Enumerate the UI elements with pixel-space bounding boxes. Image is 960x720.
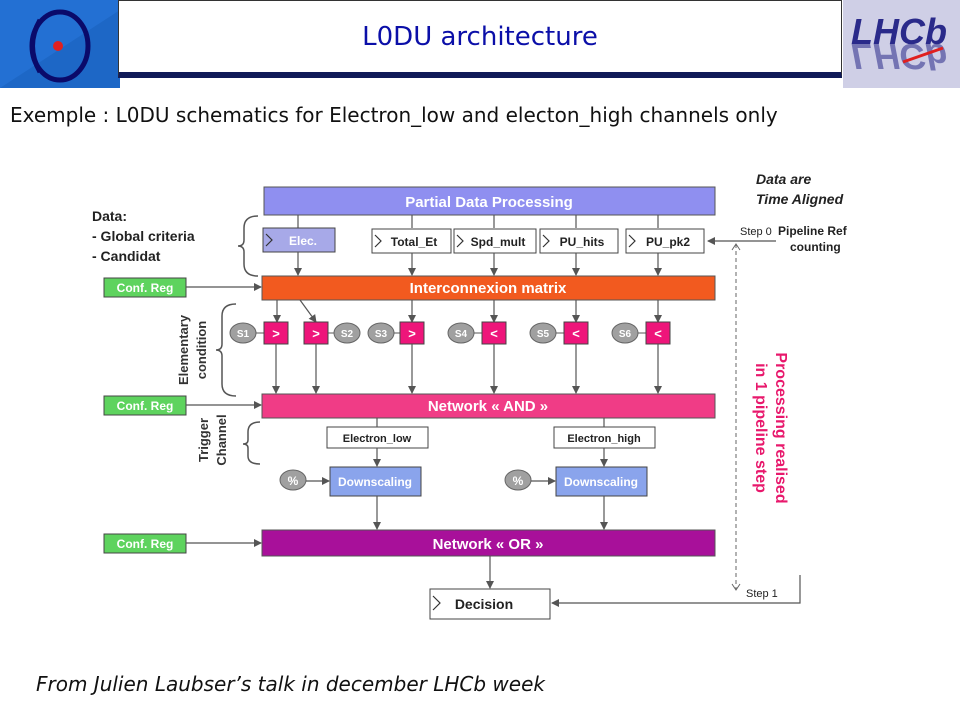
percent-oval-high xyxy=(504,469,532,491)
processing-note-line1: Processing realised xyxy=(772,352,789,503)
condition-s5-label: S5 xyxy=(537,329,550,340)
partial-data-processing-box xyxy=(263,186,716,216)
condition-s3-label: S3 xyxy=(375,329,388,340)
trigger-brace xyxy=(242,421,261,465)
data-label: Data: xyxy=(92,208,127,224)
data-candidat: - Candidat xyxy=(92,248,161,264)
condition-s1-op: > xyxy=(272,326,280,341)
interconnexion-matrix-label: Interconnexion matrix xyxy=(410,280,567,297)
channel-electron-low-label: Electron_low xyxy=(343,433,412,445)
condition-s5: S5 < xyxy=(529,321,589,345)
subtitle: Exemple : L0DU schematics for Electron_l… xyxy=(10,103,778,127)
condition-s6: S6 < xyxy=(611,321,671,345)
input-total-et: Total_Et xyxy=(371,228,452,254)
pipeline-ref-line2: counting xyxy=(790,240,841,254)
lhcb-logo-reflection: LHCb xyxy=(851,36,947,77)
lhcb-logo: LHCb LHCb xyxy=(843,0,960,88)
conf-reg-1-label: Conf. Reg xyxy=(117,281,174,295)
percent-oval-low xyxy=(279,469,307,491)
input-pu-pk2-label: PU_pk2 xyxy=(646,235,690,249)
channel-electron-high-label: Electron_high xyxy=(567,433,641,445)
decision-box xyxy=(429,588,551,620)
input-pu-pk2: PU_pk2 xyxy=(625,228,705,254)
input-total-et-label: Total_Et xyxy=(391,235,437,249)
decision-label: Decision xyxy=(455,596,513,612)
condition-s6-label: S6 xyxy=(619,329,632,340)
elementary-label-line1: Elementary xyxy=(176,314,191,385)
time-aligned-line1: Data are xyxy=(756,171,811,187)
network-and-label: Network « AND » xyxy=(428,398,548,415)
network-or-label: Network « OR » xyxy=(433,536,544,553)
input-spd-mult: Spd_mult xyxy=(453,228,537,254)
step0-label: Step 0 xyxy=(740,226,772,238)
condition-s1: S1 > xyxy=(229,321,289,345)
input-pu-hits-label: PU_hits xyxy=(560,235,605,249)
input-spd-mult-label: Spd_mult xyxy=(471,235,526,249)
page-title: L0DU architecture xyxy=(362,22,598,52)
input-elec: Elec. xyxy=(262,227,336,253)
percent-low-label: % xyxy=(288,474,299,488)
condition-s4: S4 < xyxy=(447,321,507,345)
downscaling-high-box xyxy=(555,466,648,497)
condition-s5-op: < xyxy=(572,326,580,341)
data-global-criteria: - Global criteria xyxy=(92,228,195,244)
elementary-brace xyxy=(215,303,237,397)
ipc-logo xyxy=(0,0,120,88)
input-pu-hits: PU_hits xyxy=(539,228,619,254)
elementary-label-line2: condition xyxy=(194,321,209,380)
condition-s3: S3 > xyxy=(367,321,425,345)
downscaling-low-box xyxy=(329,466,422,497)
data-brace xyxy=(237,215,259,277)
condition-s6-op: < xyxy=(654,326,662,341)
condition-s2: > S2 xyxy=(303,321,361,345)
condition-s2-op: > xyxy=(312,326,320,341)
conf-reg-3-label: Conf. Reg xyxy=(117,537,174,551)
step1-label: Step 1 xyxy=(746,588,778,600)
title-frame xyxy=(118,0,842,78)
trigger-channel-line2: Channel xyxy=(214,414,229,465)
partial-data-processing-label: Partial Data Processing xyxy=(405,194,573,211)
network-and-box xyxy=(261,393,716,419)
condition-s4-op: < xyxy=(490,326,498,341)
processing-note-line2: in 1 pipeline step xyxy=(752,363,769,493)
percent-high-label: % xyxy=(513,474,524,488)
input-elec-label: Elec. xyxy=(289,234,317,248)
condition-s4-label: S4 xyxy=(455,329,468,340)
downscaling-high-label: Downscaling xyxy=(564,475,638,489)
lhcb-logo-text: LHCb xyxy=(851,11,947,52)
downscaling-low-label: Downscaling xyxy=(338,475,412,489)
condition-s1-label: S1 xyxy=(237,329,250,340)
time-aligned-line2: Time Aligned xyxy=(756,191,844,207)
condition-s2-label: S2 xyxy=(341,329,354,340)
interconnexion-matrix-box xyxy=(261,275,716,301)
network-or-box xyxy=(261,529,716,557)
conf-reg-2-label: Conf. Reg xyxy=(117,399,174,413)
condition-s3-op: > xyxy=(408,326,416,341)
trigger-channel-line1: Trigger xyxy=(196,418,211,462)
footer-credit: From Julien Laubser’s talk in december L… xyxy=(36,672,545,696)
pipeline-ref-line1: Pipeline Ref xyxy=(778,224,848,238)
